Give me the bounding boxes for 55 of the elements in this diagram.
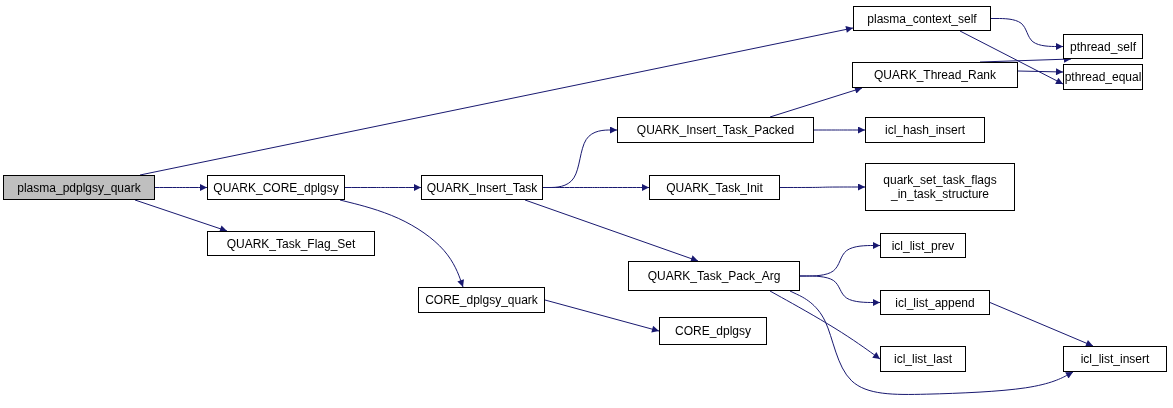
function-box <box>649 175 780 200</box>
function-name: QUARK_CORE_dplgsy <box>213 180 339 195</box>
function-name: quark_set_task_flags _in_task_structure <box>882 173 998 201</box>
arrow <box>789 290 1074 395</box>
arrow <box>542 184 650 191</box>
function-name: QUARK_Task_Flag_Set <box>226 236 356 251</box>
function-name: QUARK_Thread_Rank <box>873 68 997 82</box>
arrow <box>339 199 464 288</box>
arrow <box>799 275 881 306</box>
function-box <box>852 62 1018 88</box>
arrow <box>813 126 866 134</box>
function-name: QUARK_Task_Pack_Arg <box>647 269 781 283</box>
function-box <box>1063 64 1143 90</box>
function-box <box>865 163 1015 211</box>
function-name: QUARK_Insert_Task <box>426 180 538 195</box>
function-box <box>659 317 767 345</box>
function-box <box>1063 34 1143 59</box>
function-box <box>880 346 966 372</box>
function-name: icl_list_insert <box>1080 352 1150 366</box>
function-box <box>207 175 345 200</box>
arrow <box>959 30 1064 85</box>
arrow <box>154 184 208 191</box>
function-box <box>628 261 800 291</box>
function-name: CORE_dplgsy_quark <box>425 293 538 307</box>
arrow <box>990 18 1064 50</box>
arrow <box>344 184 422 191</box>
function-name: pthread_self <box>1069 39 1136 54</box>
function-name: QUARK_Insert_Task_Packed <box>636 123 795 137</box>
arrow <box>779 183 866 191</box>
function-name: icl_list_append <box>895 295 975 310</box>
function-box <box>880 290 990 315</box>
function-box <box>880 233 966 258</box>
function-name: icl_list_last <box>894 352 952 366</box>
arrow <box>524 199 699 262</box>
function-box <box>853 6 991 31</box>
function-box <box>421 175 543 200</box>
function-box <box>1063 346 1167 372</box>
function-name: CORE_dplgsy <box>675 324 751 338</box>
arrow <box>769 86 863 118</box>
function-name: QUARK_Task_Init <box>666 180 763 195</box>
function-box <box>617 117 814 143</box>
arrow <box>769 290 881 360</box>
function-name: pthread_equal <box>1064 70 1142 84</box>
function-name: plasma_pdplgsy_quark <box>17 180 141 195</box>
function-name: icl_list_prev <box>891 238 955 253</box>
function-name: plasma_context_self <box>867 11 977 26</box>
arrow <box>1017 68 1064 76</box>
function-box <box>207 231 375 256</box>
function-box <box>3 175 155 200</box>
arrow <box>544 299 660 333</box>
function-box <box>865 117 985 143</box>
function-name: icl_hash_insert <box>884 123 965 137</box>
arrow <box>989 302 1094 347</box>
function-box <box>418 287 545 313</box>
arrow <box>134 199 228 233</box>
